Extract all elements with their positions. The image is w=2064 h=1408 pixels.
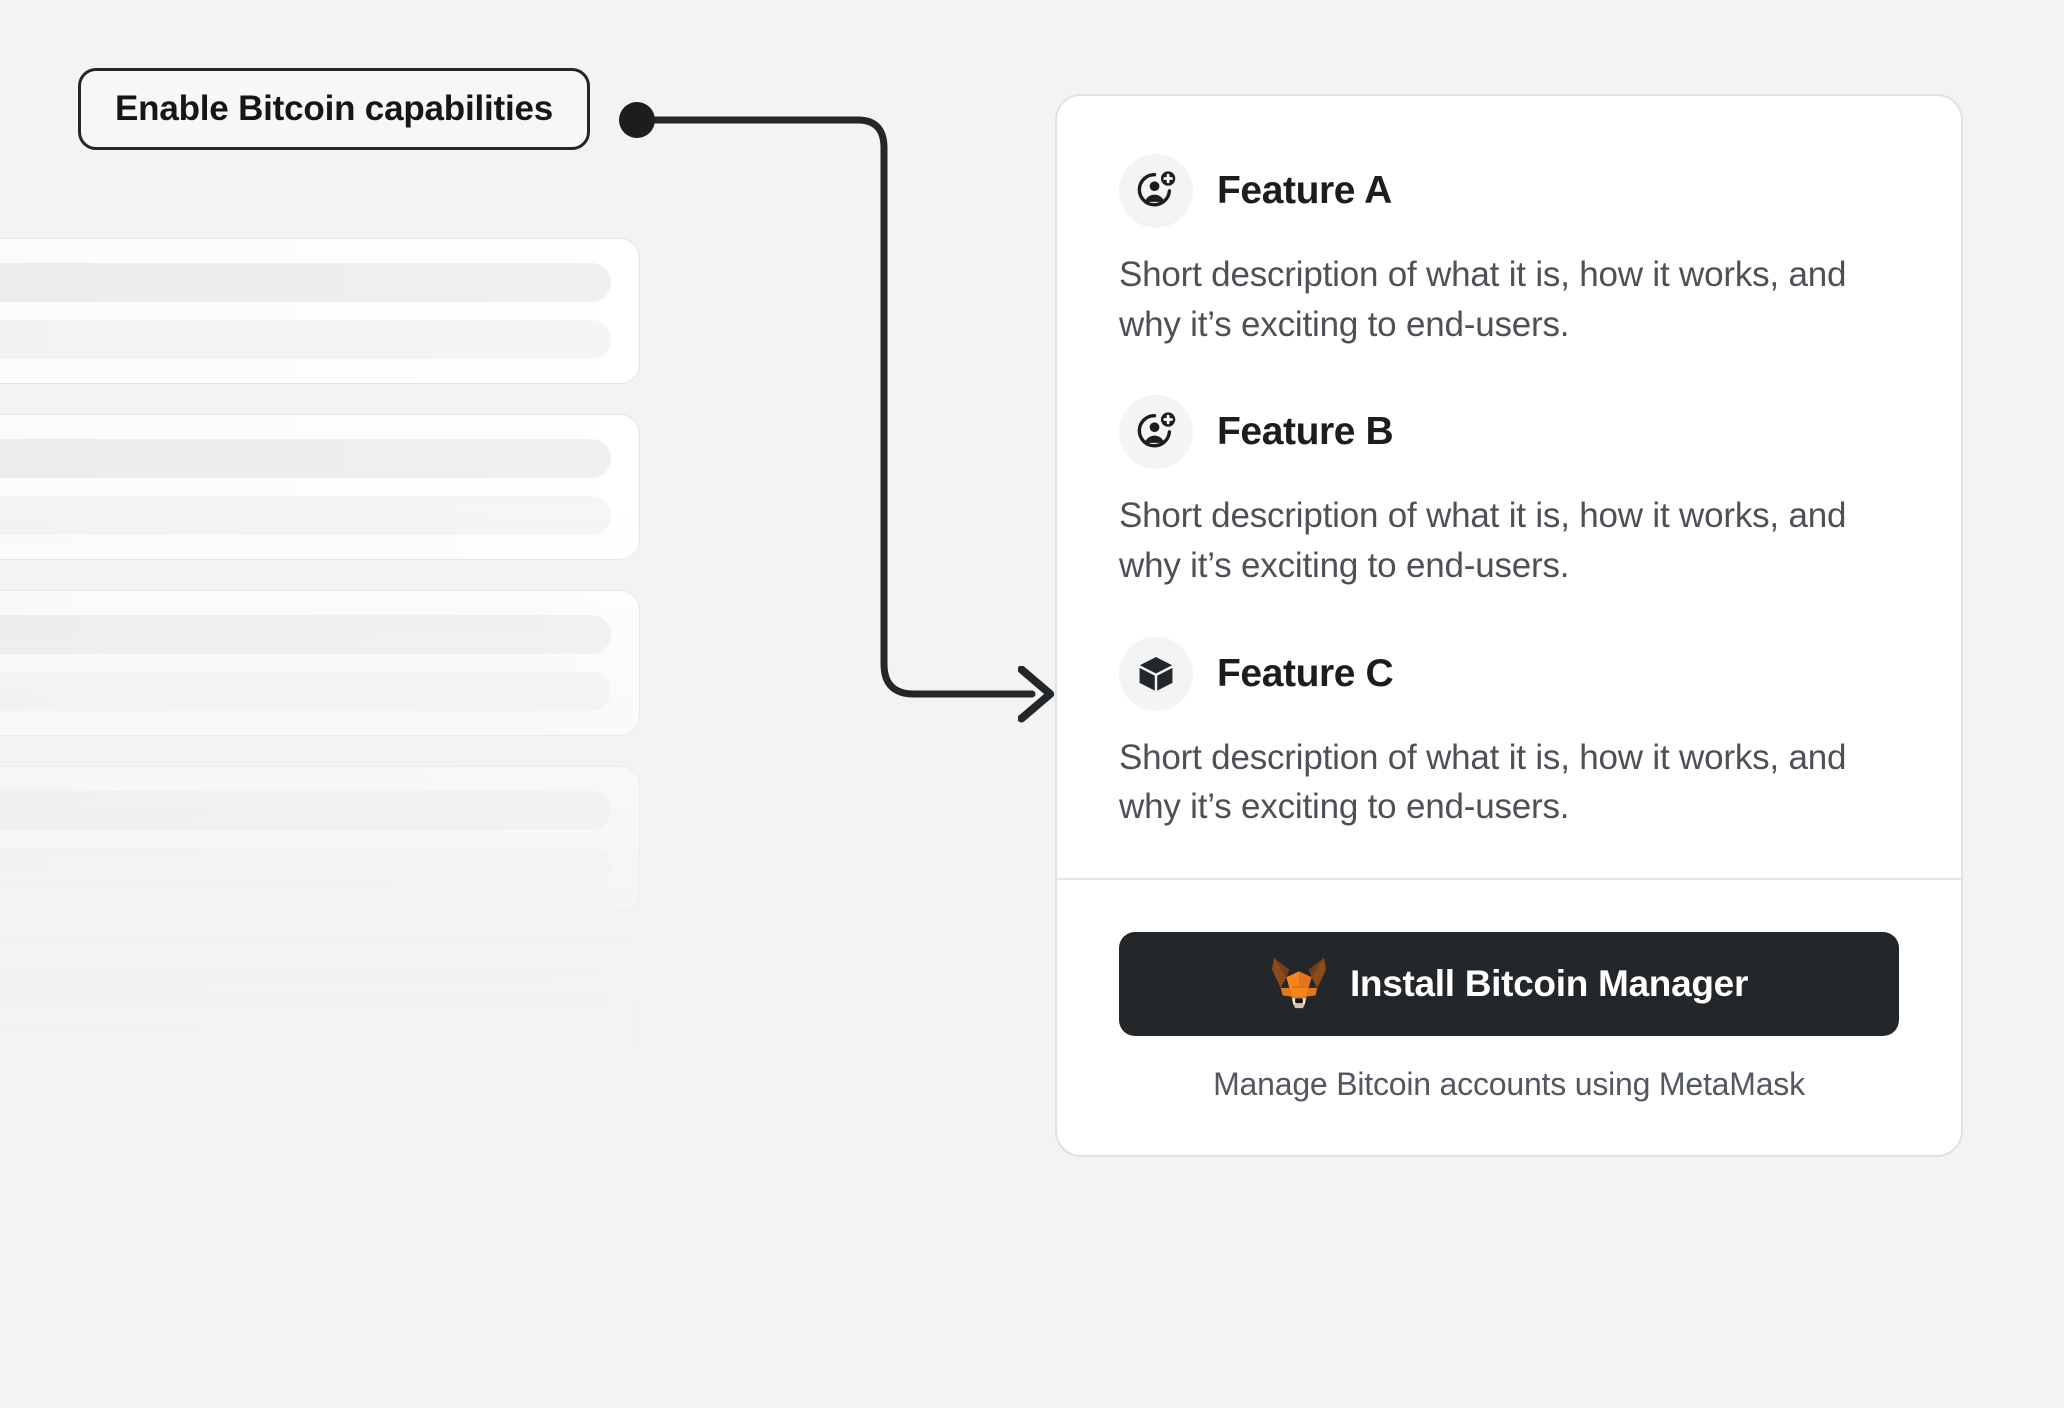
skeleton-card-stack	[0, 238, 640, 1088]
skeleton-card	[0, 942, 640, 1088]
skeleton-bar	[0, 848, 611, 887]
feature-description: Short description of what it is, how it …	[1119, 255, 1847, 344]
feature-card: Feature A Short description of what it i…	[1055, 94, 1963, 1158]
connector-dot	[619, 102, 655, 138]
user-plus-icon	[1119, 395, 1193, 470]
skeleton-bar	[0, 967, 611, 1006]
skeleton-card	[0, 590, 640, 736]
card-divider	[1057, 878, 1961, 881]
skeleton-bar	[0, 496, 611, 535]
skeleton-card	[0, 414, 640, 560]
skeleton-bar	[0, 615, 611, 654]
feature-title: Feature A	[1217, 169, 1392, 212]
install-bitcoin-manager-button[interactable]: Install Bitcoin Manager	[1119, 932, 1899, 1037]
cube-icon	[1119, 636, 1193, 711]
skeleton-bar	[0, 791, 611, 830]
skeleton-bar	[0, 263, 611, 302]
skeleton-bar	[0, 439, 611, 478]
user-plus-icon	[1119, 154, 1193, 228]
skeleton-bar	[0, 320, 611, 359]
install-button-label: Install Bitcoin Manager	[1349, 963, 1749, 1005]
feature-description: Short description of what it is, how it …	[1119, 737, 1847, 827]
feature-item: Feature C Short description of what it i…	[1119, 636, 1899, 832]
skeleton-bar	[0, 672, 611, 711]
skeleton-bar	[0, 1024, 611, 1063]
feature-item: Feature B Short description of what it i…	[1119, 395, 1899, 590]
feature-header: Feature C	[1119, 636, 1899, 711]
card-footer: Install Bitcoin Manager Manage Bitcoin a…	[1057, 880, 1961, 1155]
feature-title: Feature B	[1217, 410, 1394, 454]
feature-list: Feature A Short description of what it i…	[1057, 96, 1961, 878]
feature-header: Feature A	[1119, 154, 1899, 228]
callout-label: Enable Bitcoin capabilities	[78, 68, 591, 150]
feature-title: Feature C	[1217, 651, 1394, 695]
metamask-fox-icon	[1270, 956, 1328, 1013]
skeleton-card	[0, 766, 640, 912]
footer-note: Manage Bitcoin accounts using MetaMask	[1213, 1066, 1805, 1103]
callout-label-text: Enable Bitcoin capabilities	[115, 89, 554, 128]
skeleton-card	[0, 238, 640, 384]
feature-header: Feature B	[1119, 395, 1899, 470]
feature-description: Short description of what it is, how it …	[1119, 496, 1847, 586]
feature-item: Feature A Short description of what it i…	[1119, 154, 1899, 349]
